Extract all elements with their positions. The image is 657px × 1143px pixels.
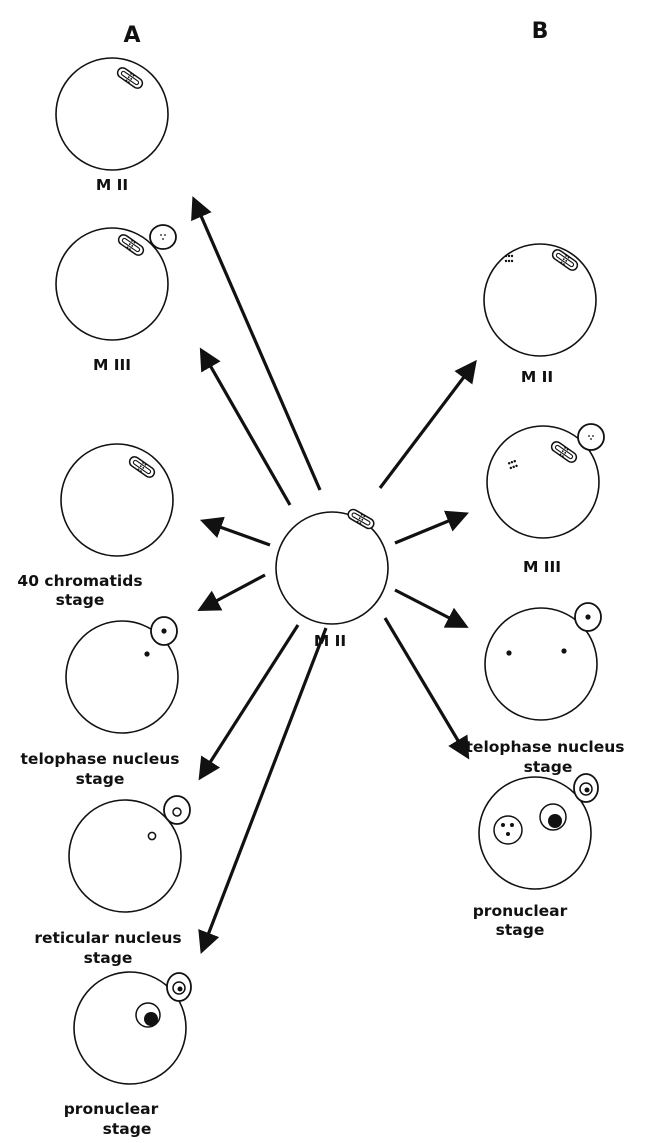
a-oocyte-40-chromatids: 40 chromatids stage (17, 444, 173, 609)
b-label-telophase-2: stage (524, 758, 573, 776)
arrow-to-b-pronuclear (385, 618, 466, 754)
arrow-to-b-miii (395, 515, 463, 543)
center-label: M II (314, 632, 346, 650)
a-label-mii: M II (96, 176, 128, 194)
a-label-pronuclear-1: pronuclear (64, 1100, 159, 1118)
a-label-reticular-2: stage (84, 949, 133, 967)
arrow-to-a-telophase (203, 575, 265, 608)
a-label-pronuclear-2: stage (103, 1120, 152, 1138)
b-label-mii: M II (521, 368, 553, 386)
arrow-to-a-40-chromatids (206, 522, 270, 545)
column-a-heading: A (123, 23, 140, 48)
arrow-to-a-miii (203, 353, 290, 505)
a-label-40-chromatids-1: 40 chromatids (17, 572, 142, 590)
b-oocyte-pronuclear: pronuclear stage (473, 774, 598, 939)
b-oocyte-miii: M III (487, 424, 604, 576)
a-oocyte-mii: M II (56, 58, 168, 194)
a-oocyte-pronuclear: pronuclear stage (64, 972, 191, 1138)
b-oocyte-mii: M II (484, 244, 596, 386)
column-b-heading: B (532, 19, 549, 44)
a-label-reticular-1: reticular nucleus (34, 929, 181, 947)
b-label-pronuclear-2: stage (496, 921, 545, 939)
b-label-miii: M III (523, 558, 561, 576)
central-oocyte: M II (276, 508, 388, 650)
b-label-pronuclear-1: pronuclear (473, 902, 568, 920)
arrow-to-a-reticular (202, 625, 298, 775)
a-oocyte-telophase: telophase nucleus stage (21, 617, 180, 788)
a-label-40-chromatids-2: stage (56, 591, 105, 609)
a-label-miii: M III (93, 356, 131, 374)
a-oocyte-miii: M III (56, 225, 176, 374)
a-oocyte-reticular: reticular nucleus stage (34, 796, 190, 967)
a-label-telophase-1: telophase nucleus (21, 750, 180, 768)
b-label-telophase-1: telophase nucleus (466, 738, 625, 756)
arrow-to-b-telophase (395, 590, 463, 625)
b-oocyte-telophase: telophase nucleus stage (466, 603, 625, 776)
a-label-telophase-2: stage (76, 770, 125, 788)
arrow-to-b-mii (380, 365, 473, 488)
